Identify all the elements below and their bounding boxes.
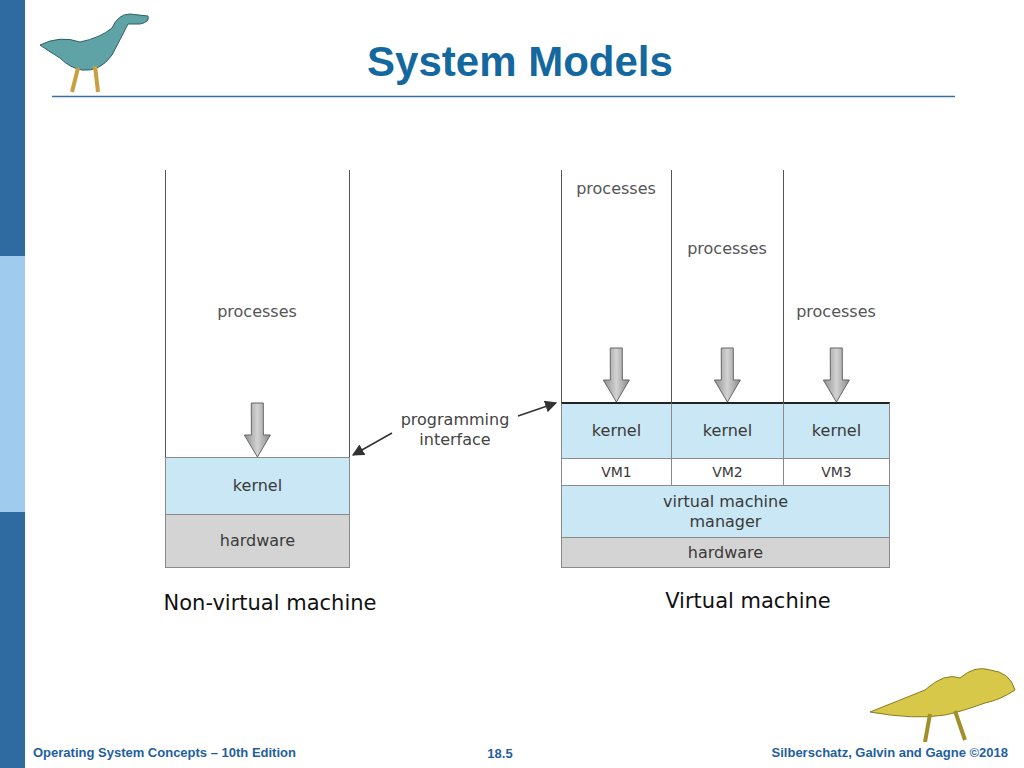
node-text: kernel (703, 421, 752, 441)
block-arrow (714, 348, 740, 402)
block-arrow (603, 348, 629, 402)
kernel-band: kernel (783, 402, 890, 459)
node-text: hardware (688, 543, 763, 563)
footer-text: Operating System Concepts – 10th Edition (33, 745, 453, 761)
title-rule (52, 96, 955, 98)
node-text: processes (783, 302, 889, 322)
node-text: kernel (592, 421, 641, 441)
process-area: processes (783, 170, 889, 348)
process-area: processes (561, 170, 671, 348)
node-text: VM2 (712, 464, 743, 480)
page-number: 18.5 (460, 746, 540, 762)
hardware-band: hardware (165, 514, 350, 568)
sidebar-highlight (0, 256, 25, 512)
column-line (561, 170, 562, 403)
node-text: kernel (812, 421, 861, 441)
dinosaur-illustration (40, 14, 148, 92)
dinosaur-leg (95, 66, 98, 92)
block-arrow (244, 403, 270, 457)
node-text: processes (671, 239, 783, 259)
node-text: VM1 (601, 464, 632, 480)
process-area: processes (671, 170, 783, 348)
node-text: kernel (233, 476, 282, 496)
vm-box: VM2 (671, 458, 784, 486)
process-area: processes (165, 170, 349, 403)
dinosaur-leg (925, 714, 930, 742)
node-text: processes (165, 302, 349, 322)
dinosaur-illustration (870, 669, 1015, 742)
node-text: hardware (220, 531, 295, 551)
slide-title: System Models (200, 38, 840, 86)
footer-text: Silberschatz, Galvin and Gagne ©2018 (690, 745, 1008, 761)
vm-box: VM3 (783, 458, 890, 486)
callout-label: programming interface (390, 410, 520, 450)
leader-arrow (353, 433, 392, 455)
leader-arrow (518, 403, 556, 416)
node-text: virtual machine manager (646, 492, 806, 532)
column-line (165, 170, 166, 458)
node-text: processes (561, 179, 671, 199)
panel-caption: Non-virtual machine (120, 590, 420, 616)
column-line (349, 170, 350, 458)
kernel-band: kernel (671, 402, 784, 459)
panel-caption: Virtual machine (598, 588, 898, 614)
block-arrow (823, 348, 849, 402)
node-text: VM3 (821, 464, 852, 480)
column-lines (166, 170, 784, 458)
dinosaur-leg (955, 711, 965, 740)
column-line (783, 170, 784, 403)
dinosaur-body (40, 14, 148, 70)
dinosaur-body (870, 669, 1015, 717)
vm-box: VM1 (561, 458, 672, 486)
vmm-band: virtual machine manager (561, 485, 890, 538)
kernel-band: kernel (561, 402, 672, 459)
kernel-band: kernel (165, 457, 350, 515)
column-line (671, 170, 672, 403)
hardware-band: hardware (561, 537, 890, 568)
dinosaur-leg (72, 68, 78, 92)
sidebar-bar (0, 0, 25, 768)
